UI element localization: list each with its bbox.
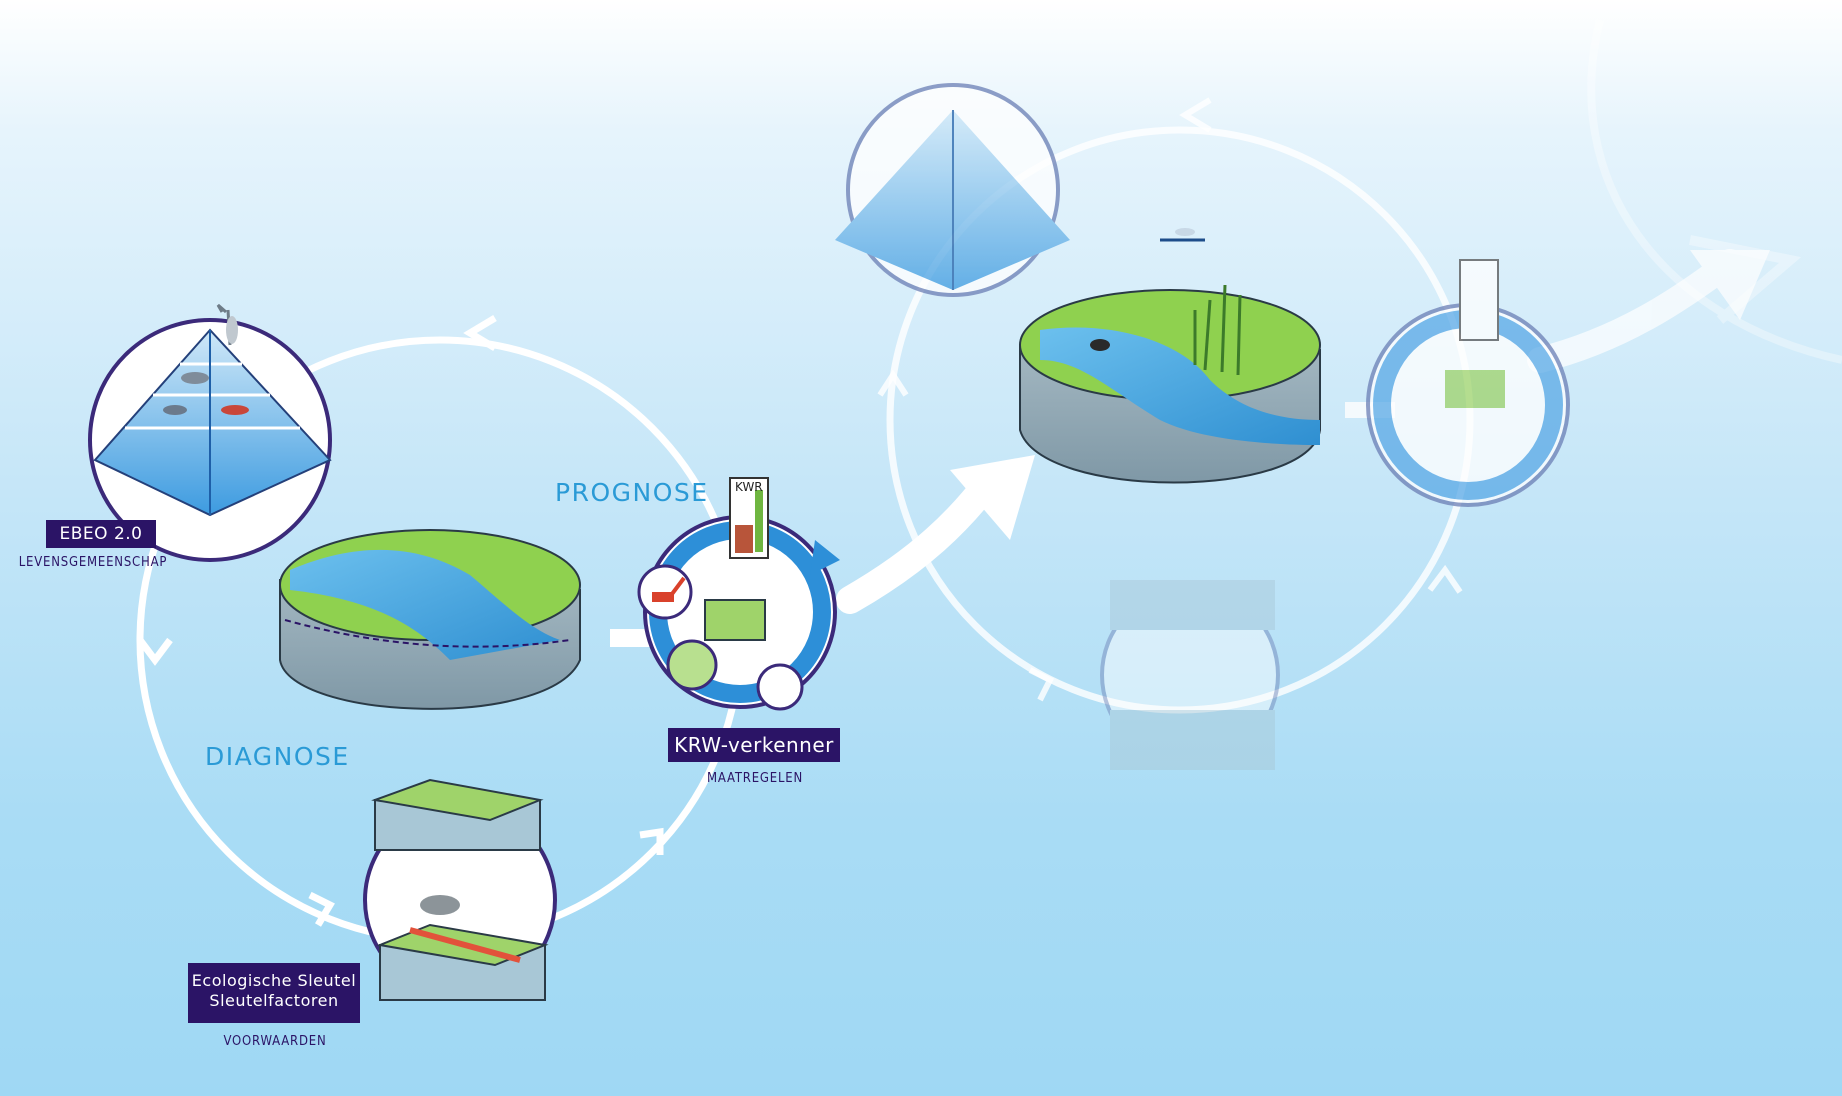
prognose-label: PROGNOSE: [555, 478, 709, 507]
progress-arrow-3: [1527, 249, 1770, 373]
ebeo-title: EBEO 2.0: [59, 524, 143, 544]
sleutel-label: Ecologische Sleutel Sleutelfactoren: [188, 963, 360, 1023]
ecosystem-1: [279, 529, 581, 710]
krw-wheel: [637, 477, 840, 711]
ebeo-label: EBEO 2.0: [46, 520, 156, 548]
dragonfly-icon: [1160, 228, 1205, 242]
ecological-key-stack-2: [1100, 580, 1280, 770]
rain-cloud-icon: [420, 895, 460, 915]
krw-wheel-2: [1366, 259, 1570, 507]
krw-label: KRW-verkenner: [668, 728, 840, 762]
ecological-key-stack: [363, 778, 557, 1001]
sleutel-title-line2: Sleutelfactoren: [209, 991, 339, 1010]
ebeo-subtitle: LEVENSGEMEENSCHAP: [18, 555, 168, 570]
kwr-badge-text: KWR: [735, 480, 763, 494]
heron-icon: [216, 303, 238, 346]
excavator-icon: [637, 564, 693, 620]
krw-subtitle: MAATREGELEN: [707, 771, 803, 786]
krw-title: KRW-verkenner: [674, 733, 834, 757]
fish-icon: [163, 372, 249, 415]
sleutel-subtitle: VOORWAARDEN: [223, 1034, 327, 1049]
reeds: [1193, 284, 1242, 376]
thermometer-icon: [729, 477, 769, 559]
diagnose-label: DIAGNOSE: [205, 742, 350, 771]
sleutel-title-line1: Ecologische Sleutel: [191, 971, 357, 990]
duck-icon: [1090, 339, 1110, 351]
ebeo-pyramid: [88, 303, 332, 562]
background-cycle-3: [1587, 19, 1842, 364]
ebeo-pyramid-2: [835, 83, 1070, 297]
ecosystem-2: [1019, 228, 1321, 484]
